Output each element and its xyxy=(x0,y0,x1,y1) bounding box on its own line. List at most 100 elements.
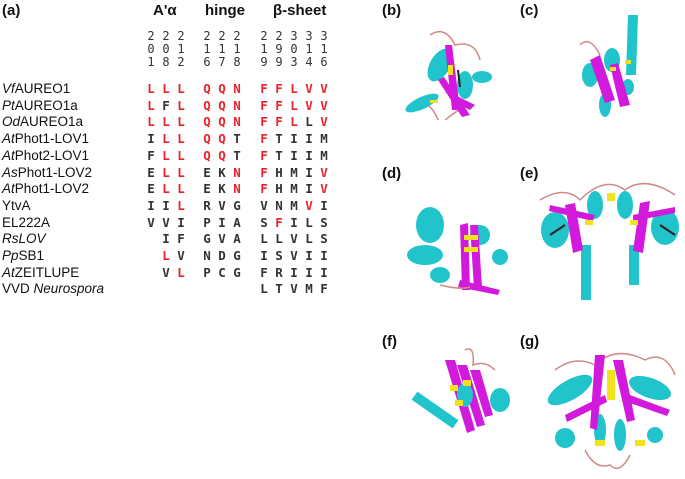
residue: T xyxy=(233,131,241,147)
residue: M xyxy=(320,147,328,163)
residue: Q xyxy=(203,114,211,130)
residue: S xyxy=(320,231,328,247)
residue: L xyxy=(177,131,185,147)
panel-a-label: (a) xyxy=(2,2,21,19)
sequence-name: OdAUREO1a xyxy=(2,114,84,130)
protein-structure-g xyxy=(547,352,676,470)
residue: T xyxy=(275,281,283,297)
residue: I xyxy=(305,147,313,163)
residue: L xyxy=(147,81,155,96)
residue: K xyxy=(218,164,226,180)
sequence-name: YtvA xyxy=(2,197,31,213)
residue: V xyxy=(218,231,226,247)
residue: F xyxy=(320,281,328,297)
residue: M xyxy=(290,197,298,213)
residue: R xyxy=(275,264,283,280)
sequence-name: VfAUREO1 xyxy=(2,81,71,96)
protein-structure-b xyxy=(405,30,492,120)
residue: F xyxy=(275,214,283,230)
residue: I xyxy=(290,214,298,230)
residue: N xyxy=(233,97,241,113)
residue: A xyxy=(233,214,241,230)
residue: I xyxy=(320,248,328,263)
residue: I xyxy=(147,131,155,147)
residue: A xyxy=(233,231,241,247)
residue: I xyxy=(290,147,298,163)
residue: F xyxy=(260,97,268,113)
residue: F xyxy=(162,97,170,113)
residue: G xyxy=(233,264,241,280)
residue: V xyxy=(305,197,313,213)
residue: V xyxy=(320,164,328,180)
residue: V xyxy=(290,281,298,297)
residue: I xyxy=(320,197,328,213)
protein-structure-f xyxy=(411,348,510,433)
residue: F xyxy=(260,81,268,96)
residue: I xyxy=(147,197,155,213)
residue: N xyxy=(233,164,241,180)
residue: F xyxy=(275,97,283,113)
residue: Q xyxy=(218,131,226,147)
residue: L xyxy=(162,248,170,263)
residue: E xyxy=(203,164,211,180)
residue: L xyxy=(162,181,170,197)
residue: H xyxy=(275,164,283,180)
sequence-name: VVD Neurospora xyxy=(2,281,105,297)
residue: Q xyxy=(218,97,226,113)
residue: L xyxy=(177,147,185,163)
residue: L xyxy=(177,197,185,213)
residue: I xyxy=(218,214,226,230)
residue: M xyxy=(305,281,313,297)
sequence-name: AtZEITLUPE xyxy=(2,264,80,280)
residue: N xyxy=(203,248,211,263)
residue: Q xyxy=(203,131,211,147)
residue: V xyxy=(260,197,268,213)
sequence-name: AtPhot1-LOV1 xyxy=(2,131,90,147)
residue: I xyxy=(305,181,313,197)
residue: V xyxy=(218,197,226,213)
residue: E xyxy=(147,164,155,180)
residue: F xyxy=(260,181,268,197)
residue: F xyxy=(275,81,283,96)
residue: N xyxy=(233,114,241,130)
residue: I xyxy=(305,264,313,280)
residue: T xyxy=(275,131,283,147)
sequence-name: PpSB1 xyxy=(2,248,45,263)
residue: G xyxy=(203,231,211,247)
residue: P xyxy=(203,214,211,230)
residue: V xyxy=(305,81,313,96)
protein-structure-d xyxy=(407,207,508,295)
residue: Q xyxy=(203,147,211,163)
residue: N xyxy=(233,81,241,96)
residue: M xyxy=(320,131,328,147)
residue: V xyxy=(320,181,328,197)
residue: F xyxy=(275,114,283,130)
residue: D xyxy=(218,248,226,263)
residue: L xyxy=(260,281,268,297)
residue: L xyxy=(305,214,313,230)
header-beta-sheet: β-sheet xyxy=(273,2,327,19)
panel-c-label: (c) xyxy=(520,2,539,19)
residue: I xyxy=(260,248,268,263)
residue: I xyxy=(305,131,313,147)
protein-structure-e xyxy=(539,182,679,300)
residue: L xyxy=(177,81,185,96)
residue: Q xyxy=(218,81,226,96)
residue: I xyxy=(177,214,185,230)
residue: L xyxy=(290,114,298,130)
residue: I xyxy=(290,264,298,280)
residue: L xyxy=(162,164,170,180)
